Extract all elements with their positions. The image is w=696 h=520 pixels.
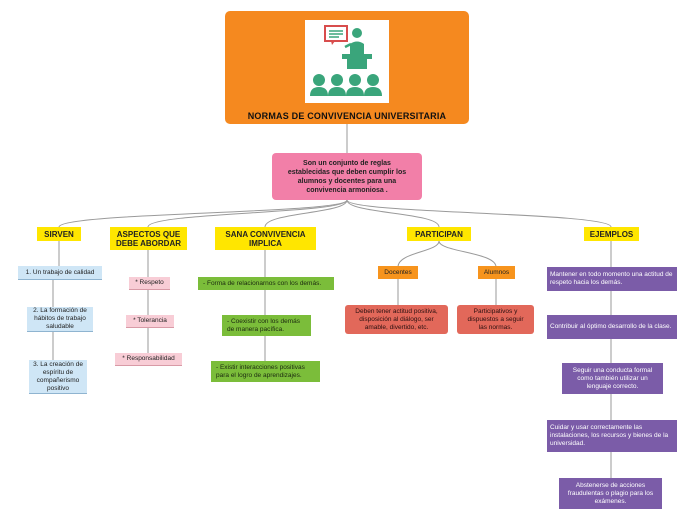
sirven-item-2[interactable]: 2. La formación de hábitos de trabajo sa… <box>27 307 93 332</box>
connector-definition-ejemplos <box>346 199 612 228</box>
category-ejemplos[interactable]: EJEMPLOS <box>584 227 639 241</box>
connector-sirven-items <box>52 241 60 360</box>
category-sirven[interactable]: SIRVEN <box>37 227 81 241</box>
teacher-classroom-icon <box>305 20 389 103</box>
connector-definition-sirven <box>58 199 348 228</box>
ejemplos-item-1[interactable]: Mantener en todo momento una actitud de … <box>547 267 677 291</box>
aspectos-item-responsabilidad[interactable]: * Responsabilidad <box>115 353 182 366</box>
sirven-item-3[interactable]: 3. La creación de espíritu de compañeris… <box>29 360 87 394</box>
participan-docentes[interactable]: Docentes <box>378 266 418 279</box>
participan-alumnos[interactable]: Alumnos <box>478 266 515 279</box>
ejemplos-item-4[interactable]: Cuidar y usar correctamente las instalac… <box>547 420 677 452</box>
aspectos-item-tolerancia[interactable]: * Tolerancia <box>126 315 174 328</box>
connector-participan-children <box>397 240 497 306</box>
connector-definition-aspectos <box>147 199 348 228</box>
aspectos-item-respeto[interactable]: * Respeto <box>129 277 170 290</box>
sana-item-3[interactable]: - Existir interacciones positivas para e… <box>211 361 320 382</box>
participan-alumnos-description[interactable]: Participativos y dispuestos a seguir las… <box>457 305 534 334</box>
participan-docentes-description[interactable]: Deben tener actitud positiva, disposició… <box>345 305 448 334</box>
ejemplos-item-2[interactable]: Contribuir al óptimo desarrollo de la cl… <box>547 315 677 339</box>
definition-node[interactable]: Son un conjunto de reglas establecidas q… <box>272 153 422 200</box>
connector-definition-participan <box>346 199 440 228</box>
ejemplos-item-5[interactable]: Abstenerse de acciones fraudulentas o pl… <box>559 478 662 509</box>
sirven-item-1[interactable]: 1. Un trabajo de calidad <box>18 266 102 280</box>
sana-item-1[interactable]: - Forma de relacionarnos con los demás. <box>198 277 334 290</box>
sana-item-2[interactable]: - Coexistir con los demás de manera pací… <box>222 315 311 336</box>
ejemplos-item-3[interactable]: Seguir una conducta formal como también … <box>562 363 663 394</box>
connector-definition-sana <box>264 199 348 228</box>
category-sana-convivencia[interactable]: SANA CONVIVENCIA IMPLICA <box>215 227 316 250</box>
category-aspectos[interactable]: ASPECTOS QUE DEBE ABORDAR <box>110 227 187 250</box>
category-participan[interactable]: PARTICIPAN <box>407 227 471 241</box>
root-title: NORMAS DE CONVIVENCIA UNIVERSITARIA <box>247 111 447 121</box>
root-node[interactable]: NORMAS DE CONVIVENCIA UNIVERSITARIA <box>225 11 469 124</box>
